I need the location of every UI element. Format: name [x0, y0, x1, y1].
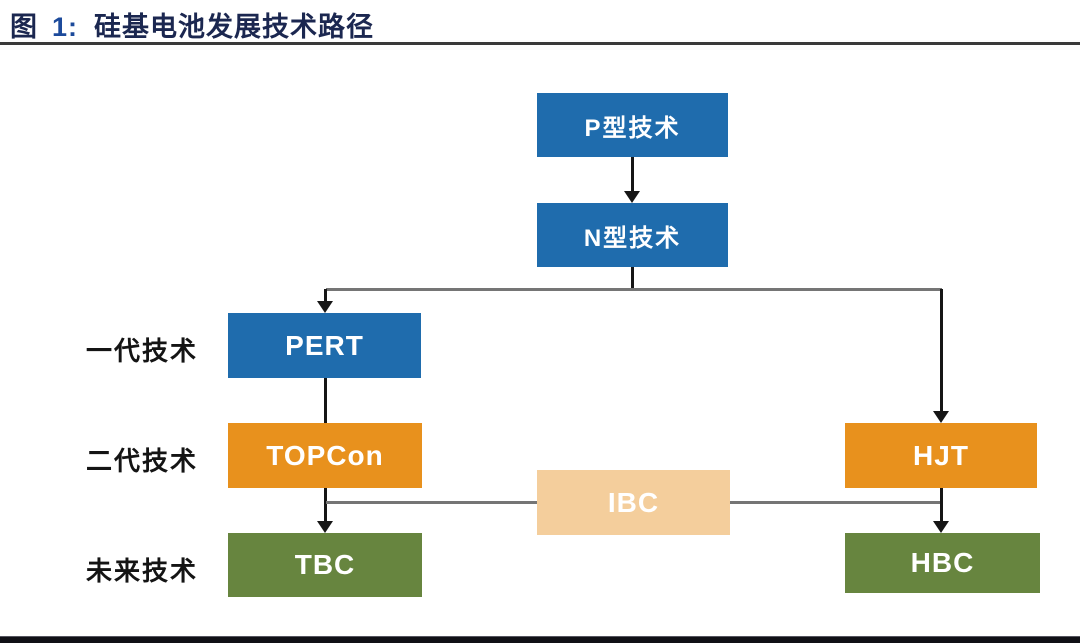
node-hbc: HBC — [845, 533, 1040, 593]
title-divider-rule — [0, 42, 1080, 45]
bottom-bar — [0, 636, 1080, 643]
node-p-type: P型技术 — [537, 93, 728, 157]
node-n-type: N型技术 — [537, 203, 728, 267]
branch-horizontal-line — [326, 288, 942, 291]
edge-ntype-to-hjt-line — [940, 289, 943, 413]
node-hjt: HJT — [845, 423, 1037, 488]
figure-title-number: 1: — [52, 12, 79, 42]
node-topcon: TOPCon — [228, 423, 422, 488]
edge-hjt-to-hbc-arrowhead-icon — [933, 521, 949, 533]
edge-ntype-to-pert-line — [324, 289, 327, 302]
figure-title-text: 硅基电池发展技术路径 — [94, 12, 375, 42]
node-tbc: TBC — [228, 533, 422, 597]
generation-label-future: 未来技术 — [85, 556, 198, 586]
generation-label-gen1: 一代技术 — [85, 336, 198, 366]
edge-ntype-branch-stub-line — [631, 267, 634, 290]
edge-ntype-to-pert-arrowhead-icon — [317, 301, 333, 313]
node-ibc: IBC — [537, 470, 730, 535]
edge-pert-to-topcon-line — [324, 378, 327, 423]
figure-title: 图 1: 硅基电池发展技术路径 — [10, 5, 374, 44]
generation-label-gen2: 二代技术 — [85, 446, 198, 476]
edge-topcon-to-tbc-arrowhead-icon — [317, 521, 333, 533]
edge-ptype-to-ntype-line — [631, 157, 634, 193]
edge-ptype-to-ntype-arrowhead-icon — [624, 191, 640, 203]
edge-topcon-to-tbc-line — [324, 488, 327, 522]
node-pert: PERT — [228, 313, 421, 378]
edge-ntype-to-hjt-arrowhead-icon — [933, 411, 949, 423]
edge-hjt-to-hbc-line — [940, 488, 943, 522]
figure-title-prefix: 图 — [10, 12, 38, 42]
